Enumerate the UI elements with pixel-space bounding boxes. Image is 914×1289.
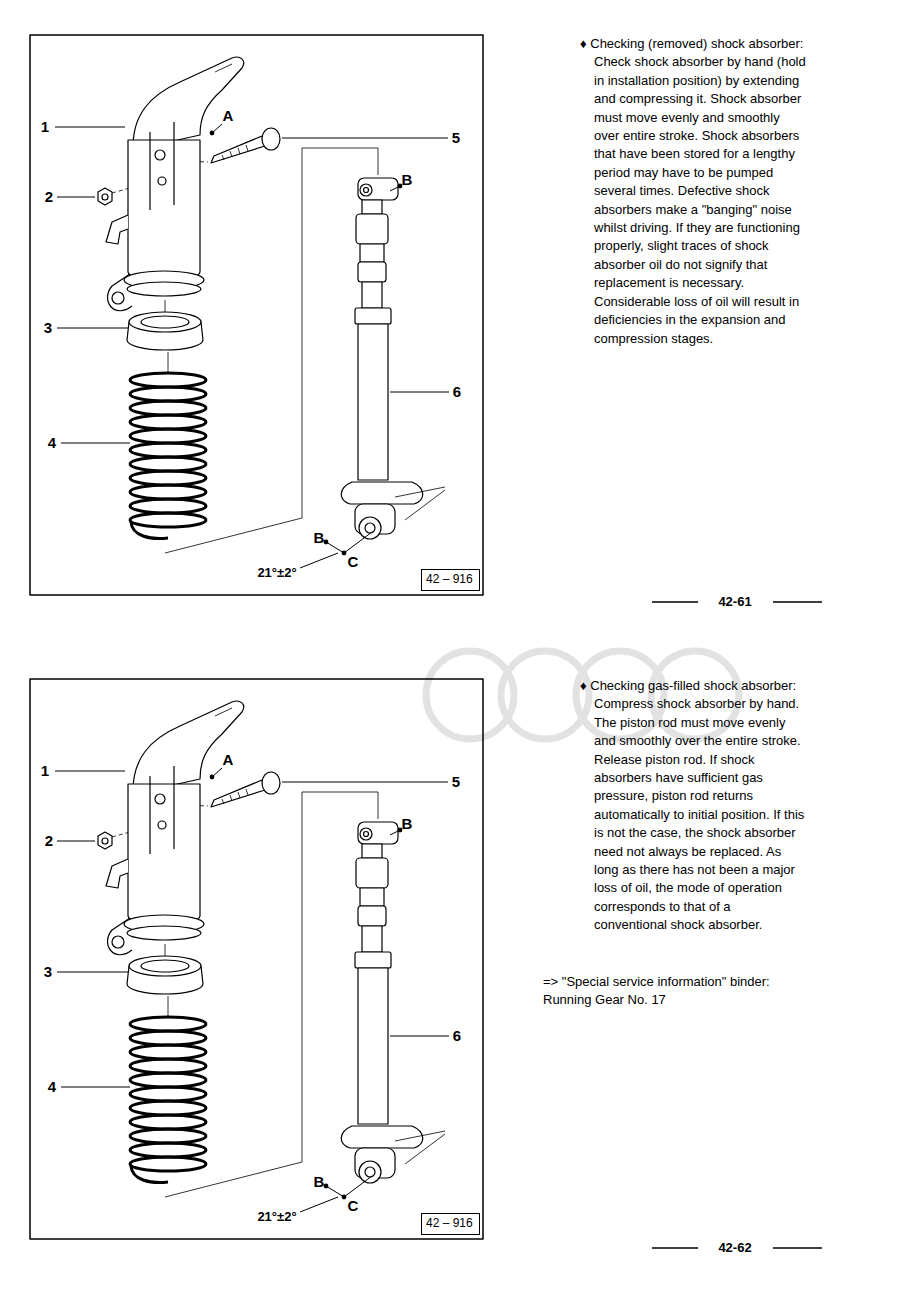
page-number: 42-62 [718,1240,751,1256]
page-number: 42-61 [718,594,751,610]
callout-number: 5 [452,129,460,147]
instruction-text: ♦ Checking gas-filled shock absorber: Co… [580,677,806,935]
shock-absorber-exploded-view [30,35,483,595]
callout-number: 3 [44,963,52,981]
shock-absorber-exploded-view [30,679,483,1239]
angle-dimension: 21°±2° [257,1209,296,1225]
figure-number: 42 – 916 [422,1214,479,1232]
callout-number: 4 [48,1078,56,1096]
callout-number: B [402,171,413,189]
callout-number: B [314,1173,325,1191]
callout-number: 2 [45,188,53,206]
callout-number: 1 [41,762,49,780]
figure-number-box: 42 – 916 [421,569,480,591]
callout-number: 6 [453,1027,461,1045]
figure-number-box: 42 – 916 [421,1213,480,1235]
callout-number: A [223,107,234,125]
callout-number: 2 [45,832,53,850]
figure-number: 42 – 916 [422,570,479,588]
callout-number: C [348,553,359,571]
callout-number: 6 [453,383,461,401]
callout-number: 3 [44,319,52,337]
callout-number: A [223,751,234,769]
callout-number: 1 [41,118,49,136]
callout-number: C [348,1197,359,1215]
callout-number: B [314,529,325,547]
instruction-text: ♦ Checking (removed) shock absorber: Che… [580,35,806,348]
angle-dimension: 21°±2° [257,565,296,581]
callout-number: 4 [48,434,56,452]
callout-number: B [402,815,413,833]
callout-number: 5 [452,773,460,791]
reference-note: => "Special service information" binder:… [543,973,783,1010]
